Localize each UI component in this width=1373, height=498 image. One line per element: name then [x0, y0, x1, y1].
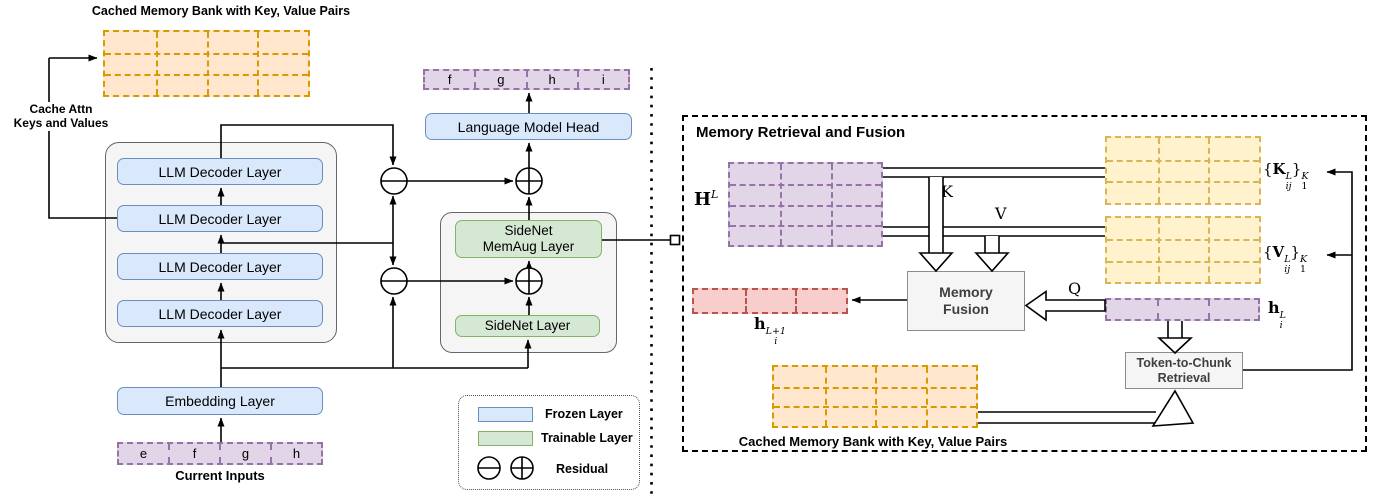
grid-line [824, 367, 827, 426]
input-token: e [119, 444, 170, 463]
input-token: h [292, 446, 301, 461]
grid-line [206, 32, 209, 95]
grid-line [1107, 239, 1259, 242]
frozen-layer-swatch [478, 407, 533, 422]
input-token-row: e f g h [117, 442, 323, 465]
cached-memory-bank-title-left: Cached Memory Bank with Key, Value Pairs [91, 4, 351, 18]
grid-line [1157, 218, 1160, 282]
grid-line [105, 53, 308, 55]
key-projection-label: K [941, 182, 953, 201]
sidenet-memaug-line2: MemAug Layer [482, 239, 575, 254]
grid-line [875, 367, 877, 426]
llm-decoder-layer-3: LLM Decoder Layer [117, 205, 323, 232]
grid-line [1207, 300, 1210, 319]
token-to-chunk-retrieval-box: Token-to-Chunk Retrieval [1125, 352, 1243, 389]
grid-line [257, 32, 260, 95]
trainable-layer-swatch [478, 431, 533, 446]
llm-decoder-layer-2: LLM Decoder Layer [117, 253, 323, 280]
retrieved-keys-grid [1105, 136, 1261, 205]
memory-retrieval-panel-title: Memory Retrieval and Fusion [696, 124, 906, 141]
cached-memory-bank-caption-right: Cached Memory Bank with Key, Value Pairs [738, 434, 1008, 449]
grid-line [730, 204, 881, 207]
grid-line [744, 290, 747, 312]
grid-line [774, 406, 976, 409]
grid-line [730, 184, 881, 187]
grid-line [925, 367, 928, 426]
grid-line [1208, 138, 1211, 203]
cache-attn-line2: Keys and Values [13, 116, 109, 130]
cached-memory-bank-grid-right [772, 365, 978, 428]
output-token-row: f g h i [423, 69, 630, 90]
grid-line [1157, 138, 1160, 203]
minus-residual-2-icon [380, 267, 408, 295]
query-token-row [1105, 298, 1260, 321]
residual-label: Residual [556, 462, 609, 476]
memory-fusion-box: Memory Fusion [907, 271, 1025, 331]
value-projection-label: V [995, 204, 1007, 223]
plus-residual-1-icon [515, 167, 543, 195]
trainable-layer-label: Trainable Layer [541, 431, 633, 445]
llm-decoder-layer-4: LLM Decoder Layer [117, 158, 323, 185]
grid-line [105, 74, 308, 76]
grid-line [780, 164, 783, 245]
retrieved-values-grid [1105, 216, 1261, 284]
sidenet-memaug-layer: SideNet MemAug Layer [455, 220, 602, 258]
hidden-states-label: HL [694, 188, 719, 210]
grid-line [155, 32, 158, 95]
grid-line [795, 290, 798, 312]
fused-output-row [692, 288, 848, 314]
grid-line [1107, 181, 1259, 184]
output-token: h [528, 71, 579, 88]
embedding-layer: Embedding Layer [117, 387, 323, 415]
grid-line [730, 224, 881, 227]
retrieval-line1: Token-to-Chunk [1136, 355, 1232, 370]
grid-line [774, 386, 976, 389]
memory-retrieval-panel [682, 115, 1367, 452]
memory-fusion-line2: Fusion [943, 301, 989, 317]
output-token: i [601, 72, 605, 87]
current-inputs-label: Current Inputs [175, 468, 265, 483]
frozen-layer-label: Frozen Layer [545, 407, 623, 421]
llm-decoder-layer-1: LLM Decoder Layer [117, 300, 323, 327]
hidden-states-grid [728, 162, 883, 247]
cache-attn-label: Cache Attn Keys and Values [4, 102, 118, 130]
grid-line [1157, 300, 1160, 319]
query-projection-label: Q [1068, 279, 1082, 298]
memory-fusion-line1: Memory [939, 284, 993, 300]
sidenet-layer: SideNet Layer [455, 315, 600, 337]
panel-link-square [669, 234, 681, 246]
sidenet-memaug-line1: SideNet [504, 223, 553, 238]
retrieval-line2: Retrieval [1157, 370, 1211, 385]
input-token: f [170, 444, 221, 463]
language-model-head: Language Model Head [425, 113, 632, 140]
input-token: g [221, 444, 272, 463]
cached-memory-bank-grid-left [103, 30, 310, 97]
minus-residual-1-icon [380, 167, 408, 195]
output-token: f [425, 71, 477, 88]
output-token: g [476, 71, 528, 88]
grid-line [1107, 159, 1259, 162]
grid-line [1107, 260, 1259, 263]
cache-attn-line1: Cache Attn [29, 102, 93, 116]
grid-line [1208, 218, 1211, 282]
grid-line [830, 164, 833, 245]
